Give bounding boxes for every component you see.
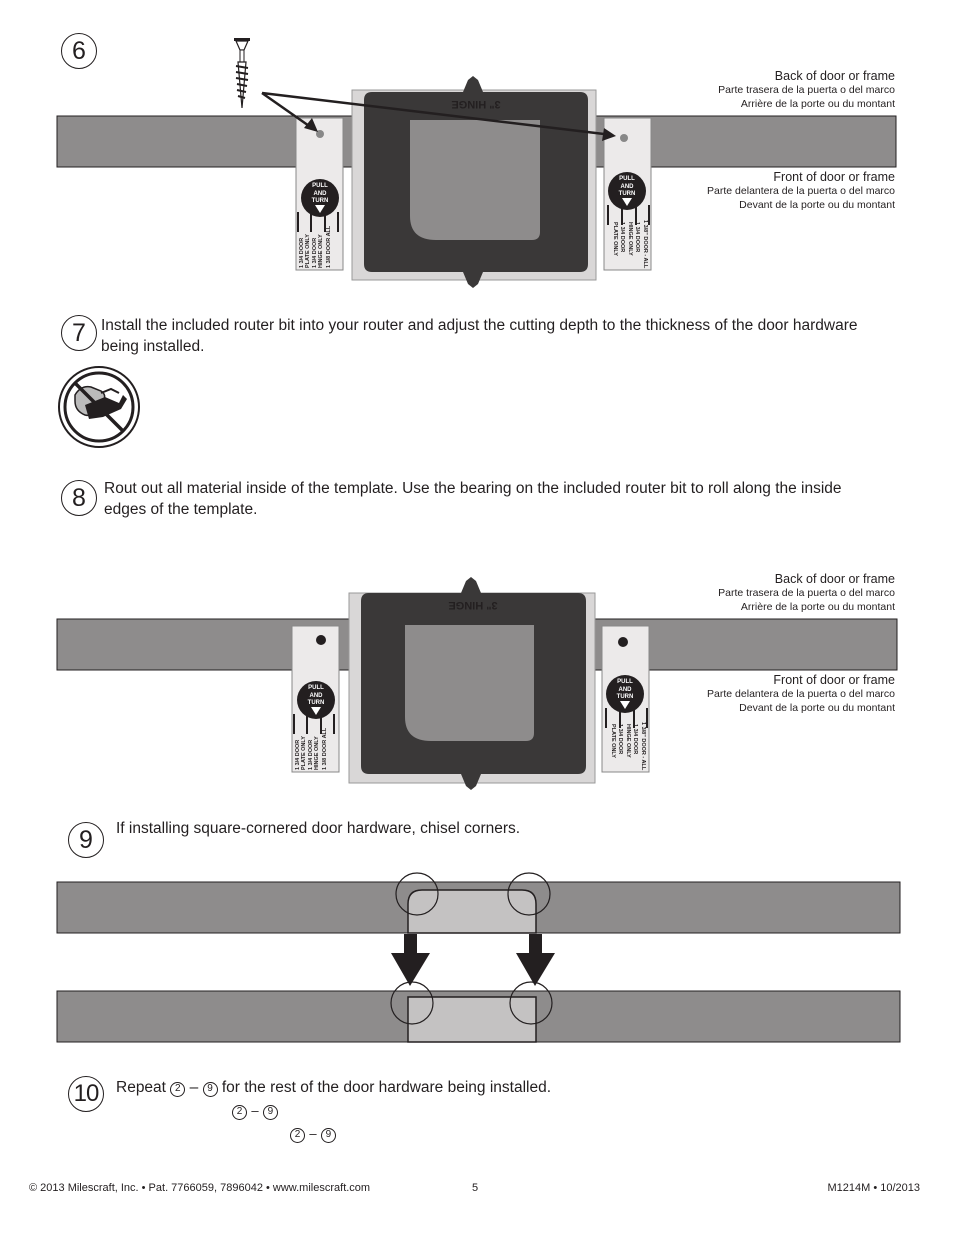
svg-text:PLATE ONLY: PLATE ONLY	[301, 736, 307, 770]
svg-text:HINGE ONLY: HINGE ONLY	[625, 724, 631, 758]
down-arrow-right	[529, 934, 542, 956]
svg-text:PULL: PULL	[617, 679, 633, 685]
step-10-number: 10	[68, 1076, 104, 1112]
svg-text:HINGE ONLY: HINGE ONLY	[627, 222, 633, 256]
down-arrow-left	[404, 934, 417, 956]
screw-icon	[234, 38, 250, 109]
hinge-label: 3" HINGE	[448, 599, 497, 611]
pull-label-left: PULL	[312, 183, 328, 189]
svg-text:1 3/8" DOOR - ALL: 1 3/8" DOOR - ALL	[642, 220, 648, 269]
svg-text:TURN: TURN	[619, 191, 636, 197]
step-7-number: 7	[61, 315, 97, 351]
svg-text:1 3/4 DOOR: 1 3/4 DOOR	[312, 238, 318, 268]
svg-text:PULL: PULL	[308, 685, 324, 691]
step-8-illustration: PULL AND TURN 1 3/4 DOOR PLATE ONLY 1 3/…	[56, 577, 898, 790]
step-10-ref-repeat-2: 2 – 9	[290, 1123, 336, 1144]
front-labels-8: Front of door or frame Parte delantera d…	[707, 673, 895, 714]
front-labels-6: Front of door or frame Parte delantera d…	[707, 170, 895, 211]
svg-text:HINGE ONLY: HINGE ONLY	[314, 736, 320, 770]
svg-text:1 3/4 DOOR: 1 3/4 DOOR	[295, 740, 301, 770]
svg-text:PLATE ONLY: PLATE ONLY	[612, 222, 618, 256]
hinge-label: 3" HINGE	[451, 98, 500, 110]
step-7-text: Install the included router bit into you…	[101, 317, 858, 355]
svg-text:PULL: PULL	[619, 176, 635, 182]
svg-text:PLATE ONLY: PLATE ONLY	[610, 724, 616, 758]
svg-text:AND: AND	[619, 687, 633, 693]
back-labels-6: Back of door or frame Parte trasera de l…	[718, 69, 895, 110]
svg-text:1 3/4 DOOR: 1 3/4 DOOR	[632, 724, 638, 754]
svg-text:TURN: TURN	[617, 694, 634, 700]
svg-text:1 3/8 DOOR ALL: 1 3/8 DOOR ALL	[322, 727, 328, 770]
step-10-ref-repeat-1: 2 – 9	[232, 1100, 278, 1121]
svg-text:1 3/4 DOOR: 1 3/4 DOOR	[308, 740, 314, 770]
template-cutout	[410, 120, 540, 240]
svg-text:1 3/4 DOOR: 1 3/4 DOOR	[299, 238, 305, 268]
step-ref-from: 2	[170, 1081, 186, 1097]
svg-text:AND: AND	[314, 191, 328, 197]
svg-text:1 3/4 DOOR: 1 3/4 DOOR	[619, 222, 625, 252]
step-8-number: 8	[61, 480, 97, 516]
square-pocket	[407, 996, 537, 1043]
svg-text:1 3/4 DOOR: 1 3/4 DOOR	[634, 222, 640, 252]
step-9-illustration	[56, 872, 901, 1043]
svg-text:1 3/8" DOOR - ALL: 1 3/8" DOOR - ALL	[640, 722, 646, 771]
svg-text:AND: AND	[310, 693, 324, 699]
step-9-number: 9	[68, 822, 104, 858]
footer-page-number: 5	[472, 1182, 479, 1194]
svg-text:1 3/8 DOOR ALL: 1 3/8 DOOR ALL	[326, 225, 332, 268]
svg-text:1 3/4 DOOR: 1 3/4 DOOR	[617, 724, 623, 754]
no-hands-warning-icon	[58, 366, 140, 448]
back-labels-8: Back of door or frame Parte trasera de l…	[718, 572, 895, 613]
rounded-pocket	[407, 889, 537, 934]
step-8-text: Rout out all material inside of the temp…	[104, 480, 842, 518]
svg-text:AND: AND	[621, 184, 635, 190]
step-6-number: 6	[61, 33, 97, 69]
svg-text:PLATE ONLY: PLATE ONLY	[305, 234, 311, 268]
routed-pocket	[405, 625, 534, 741]
step-6-illustration: PULL AND TURN 1 3/4 DOOR PLATE ONLY 1 3/…	[56, 38, 897, 288]
svg-text:TURN: TURN	[308, 700, 325, 706]
footer-doc-code: M1214M • 10/2013	[827, 1182, 920, 1194]
svg-text:HINGE ONLY: HINGE ONLY	[318, 234, 324, 268]
footer-copyright: © 2013 Milescraft, Inc. • Pat. 7766059, …	[29, 1182, 371, 1194]
step-9-text: If installing square-cornered door hardw…	[116, 820, 521, 837]
step-10-text: Repeat 2 – 9 for the rest of the door ha…	[116, 1079, 551, 1097]
svg-text:TURN: TURN	[312, 198, 329, 204]
step-ref-to: 9	[202, 1081, 218, 1097]
